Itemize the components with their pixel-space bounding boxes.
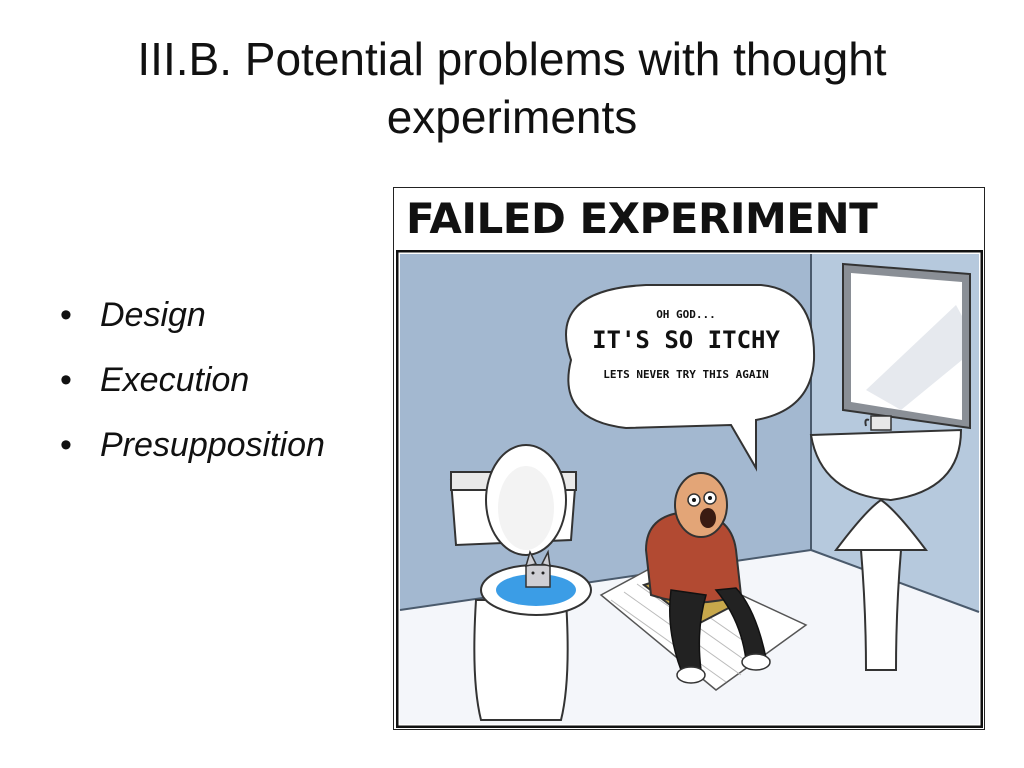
speech-line-2: IT'S SO ITCHY <box>592 326 780 354</box>
bullet-text: Presupposition <box>100 426 325 464</box>
mirror-icon <box>842 262 971 430</box>
comic-illustration: OH GOD... IT'S SO ITCHY LETS NEVER TRY T… <box>396 250 983 728</box>
cat-icon <box>524 549 551 588</box>
bullet-dot: • <box>60 426 72 464</box>
slide-title: III.B. Potential problems with thought e… <box>137 33 887 143</box>
bullet-list: • Design • Execution • Presupposition <box>60 295 390 490</box>
speech-line-3: LETS NEVER TRY THIS AGAIN <box>603 368 769 381</box>
comic-panel: FAILED EXPERIMENT <box>393 187 985 730</box>
man-character <box>641 472 771 684</box>
bullet-item-execution: • Execution <box>60 360 390 400</box>
bullet-dot: • <box>60 296 72 334</box>
comic-title: FAILED EXPERIMENT <box>406 194 878 243</box>
speech-bubble: OH GOD... IT'S SO ITCHY LETS NEVER TRY T… <box>565 284 816 472</box>
toilet-icon <box>449 444 592 721</box>
sink-icon <box>809 415 963 671</box>
bullet-dot: • <box>60 361 72 399</box>
bullet-text: Design <box>100 296 206 334</box>
bullet-text: Execution <box>100 361 250 399</box>
speech-line-1: OH GOD... <box>656 308 716 321</box>
bullet-item-design: • Design <box>60 295 390 335</box>
bullet-item-presupposition: • Presupposition <box>60 425 390 465</box>
